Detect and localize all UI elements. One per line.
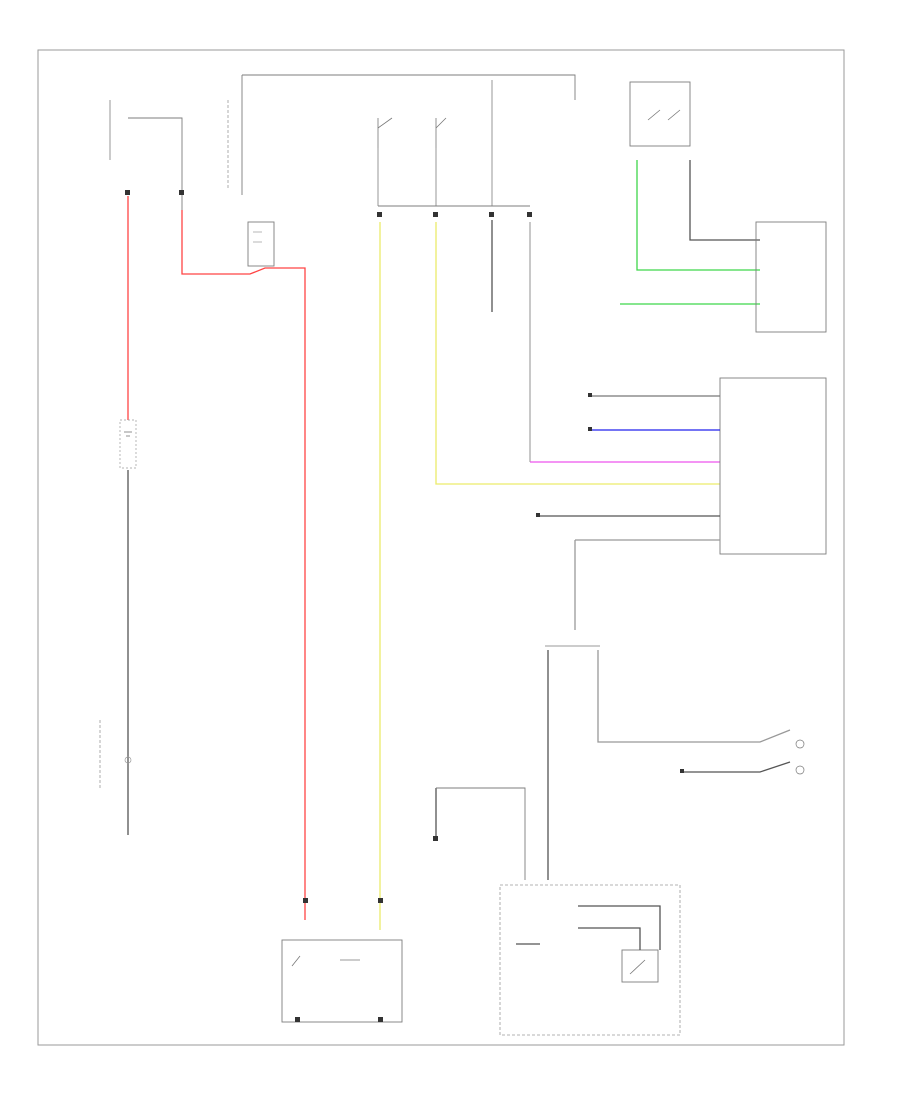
neutral-safety-switch bbox=[578, 905, 661, 983]
relay-box bbox=[247, 221, 275, 267]
gray-wire-trans-2 bbox=[597, 650, 791, 743]
battery-symbol bbox=[119, 419, 137, 469]
fuse-feed-line bbox=[128, 117, 183, 210]
top-right-switch bbox=[629, 81, 691, 147]
automatic-transmission-assembly bbox=[499, 884, 681, 1036]
diagram-frame bbox=[37, 49, 845, 1046]
starter-motor bbox=[281, 939, 403, 1023]
engine-control-module bbox=[719, 377, 827, 555]
gray-wire-ground-top bbox=[436, 787, 526, 880]
black-wire-top-right bbox=[689, 160, 760, 241]
red-wire-fuse-to-relay bbox=[181, 210, 306, 285]
battery-current-sensor bbox=[99, 720, 132, 790]
connector-markers bbox=[125, 190, 684, 903]
battery-feed-label bbox=[60, 100, 112, 160]
parking-brake-switch bbox=[682, 739, 805, 775]
yellow-wire-ecm bbox=[435, 222, 720, 485]
ignition-switch bbox=[377, 117, 447, 148]
green-wire-1 bbox=[636, 160, 760, 271]
top-bus-line bbox=[242, 74, 576, 100]
top-right-module bbox=[755, 221, 827, 333]
